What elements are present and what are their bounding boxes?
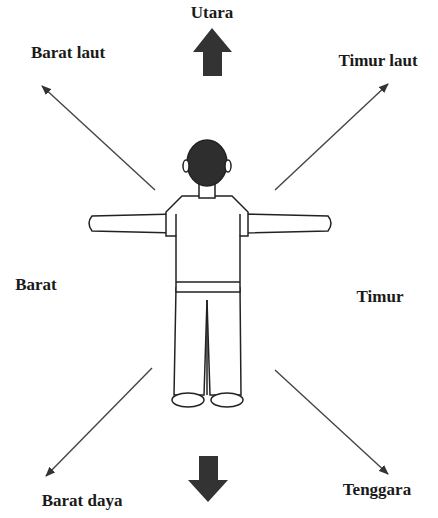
direction-label: Utara xyxy=(191,4,233,23)
arrow-northeast xyxy=(275,84,388,190)
direction-label: Barat daya xyxy=(42,492,123,511)
person-figure xyxy=(89,140,331,407)
arrow-north xyxy=(193,28,232,76)
arrow-northwest xyxy=(42,86,155,190)
arrow-south xyxy=(188,456,228,502)
direction-label: Timur laut xyxy=(338,52,417,71)
direction-label: Barat xyxy=(15,276,57,295)
arrow-southeast xyxy=(275,370,388,474)
direction-label: Timur xyxy=(357,288,404,307)
direction-label: Tenggara xyxy=(343,481,411,500)
arrow-southwest xyxy=(46,368,152,476)
direction-label: Barat laut xyxy=(31,44,105,63)
